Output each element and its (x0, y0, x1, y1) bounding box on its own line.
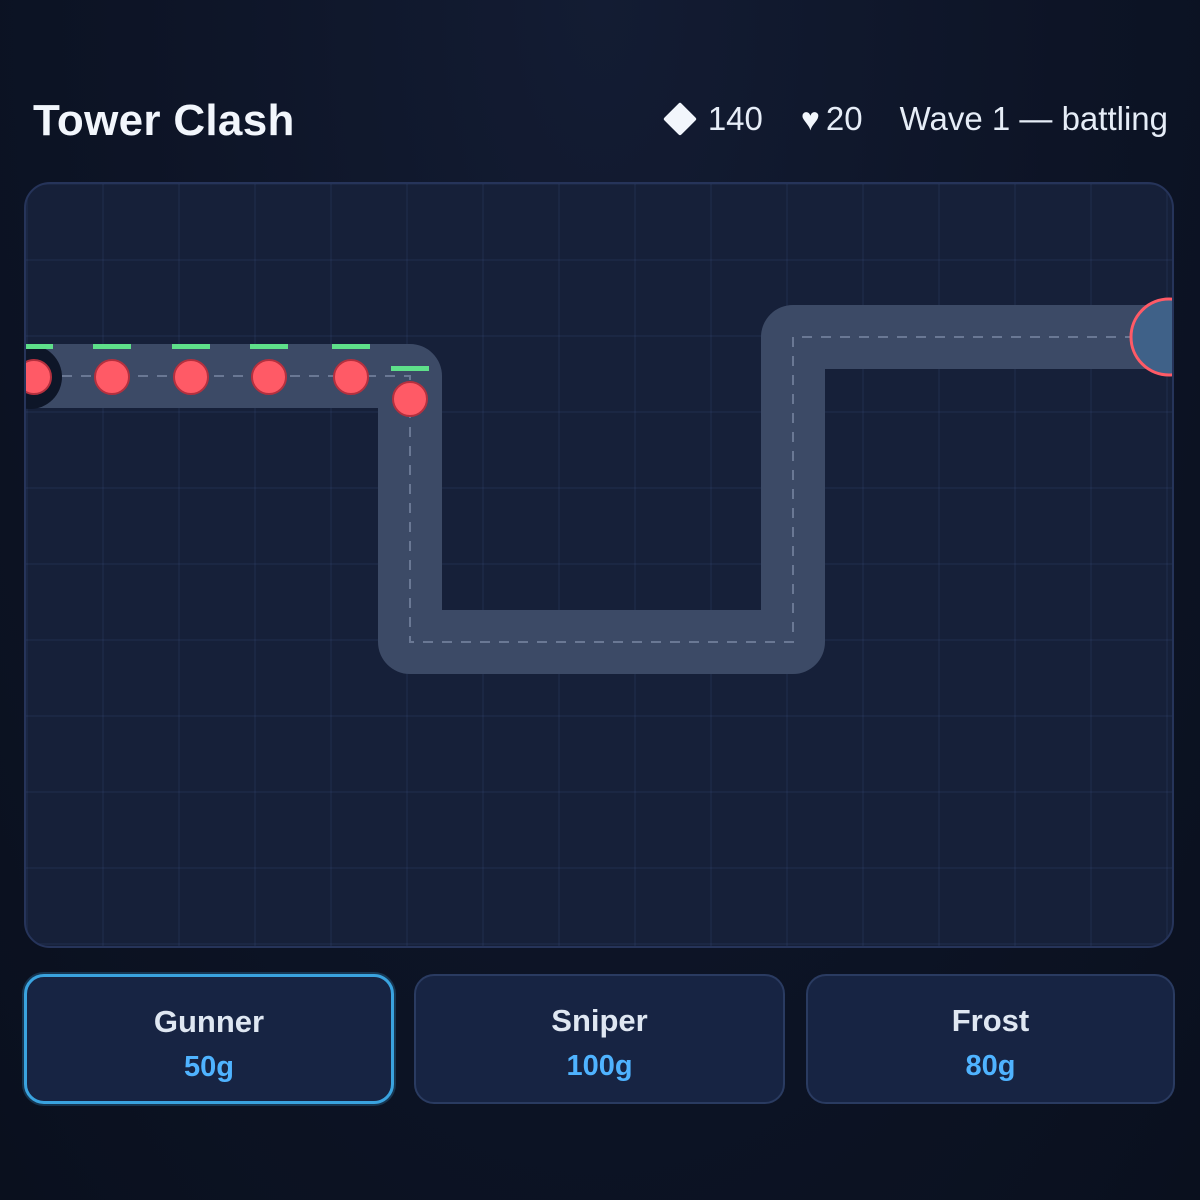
game-board[interactable] (24, 182, 1174, 948)
enemy-health-bar (26, 344, 53, 349)
gold-counter: 140 (662, 100, 763, 138)
enemy-unit (333, 359, 369, 395)
tower-name: Sniper (551, 1003, 648, 1038)
tower-cost: 80g (965, 1050, 1016, 1082)
path-centerline (26, 336, 1172, 643)
map-layer (26, 297, 1172, 674)
stats-bar: 140 ♥ 20 Wave 1 — battling (662, 100, 1168, 138)
enemy-unit (94, 359, 130, 395)
top-bar: Tower Clash 140 ♥ 20 Wave 1 — battling (33, 96, 1168, 148)
tower-name: Frost (951, 1003, 1030, 1038)
enemy-unit (173, 359, 209, 395)
tower-cost: 50g (184, 1051, 234, 1083)
base-core (1129, 297, 1172, 377)
enemy-health-bar (332, 344, 370, 349)
enemy-layer (26, 344, 429, 417)
gold-value: 140 (707, 100, 763, 137)
enemy-health-bar (391, 366, 429, 371)
tower-shop: Gunner 50g Sniper 100g Frost 80g (24, 974, 1176, 1106)
tower-card-sniper[interactable]: Sniper 100g (414, 974, 785, 1104)
tower-cost: 100g (566, 1050, 633, 1082)
enemy-health-bar (172, 344, 210, 349)
tower-name: Gunner (153, 1004, 265, 1039)
game-title: Tower Clash (33, 96, 295, 145)
enemy-unit (392, 381, 428, 417)
tower-card-frost[interactable]: Frost 80g (806, 974, 1175, 1104)
diamond-icon (662, 102, 697, 136)
lives-value: 20 (825, 100, 863, 137)
heart-icon: ♥ (800, 100, 820, 137)
tower-card-gunner[interactable]: Gunner 50g (24, 974, 394, 1104)
enemy-health-bar (93, 344, 131, 349)
wave-status: Wave 1 — battling (899, 100, 1168, 137)
lives-counter: ♥ 20 (801, 100, 863, 138)
enemy-health-bar (250, 344, 288, 349)
enemy-unit (251, 359, 287, 395)
enemy-unit (26, 359, 52, 395)
